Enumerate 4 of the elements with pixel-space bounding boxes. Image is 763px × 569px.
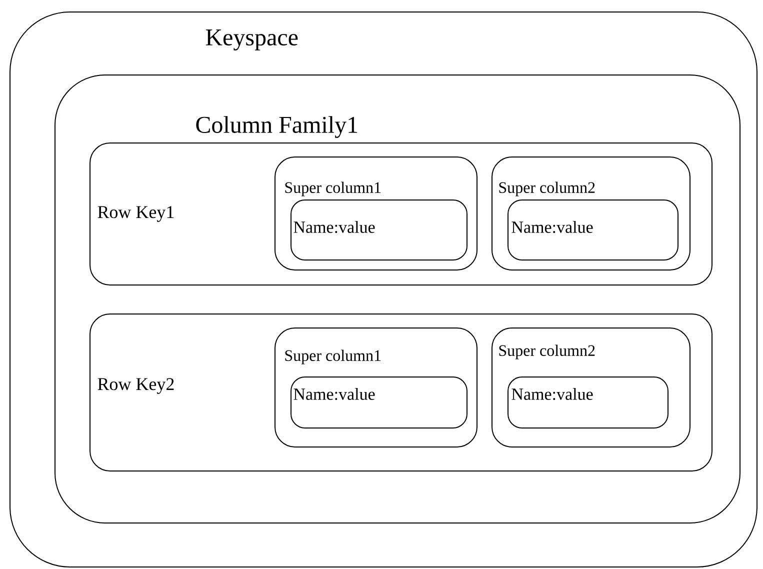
column-box: Name:value	[290, 199, 468, 260]
column-box: Name:value	[508, 199, 678, 260]
column-box: Name:value	[508, 376, 668, 428]
column-box: Name:value	[290, 376, 468, 428]
